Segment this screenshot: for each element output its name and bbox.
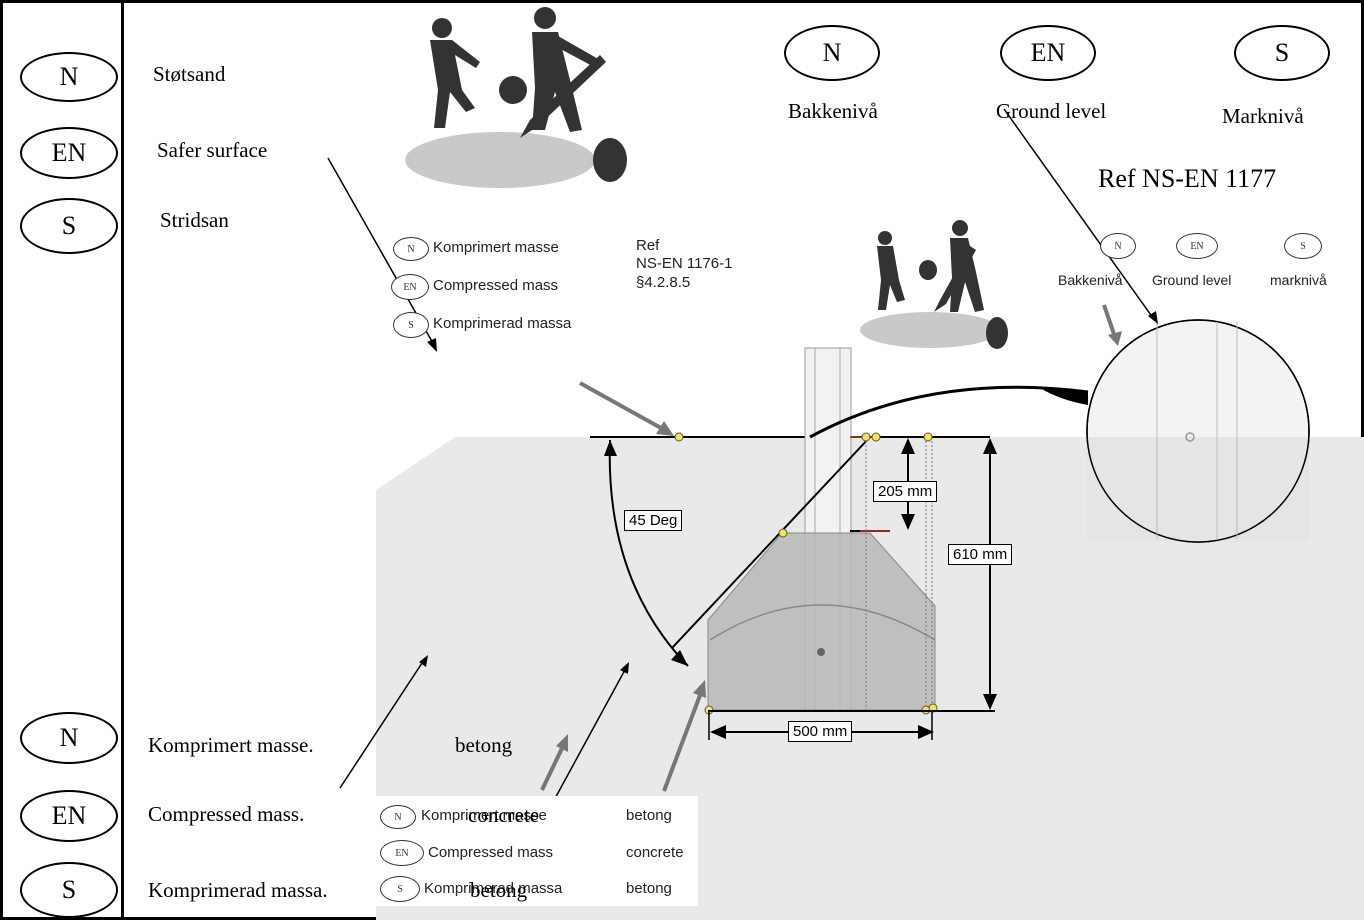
legend-badge-s-top: S — [20, 198, 118, 254]
mini-ground-label-ground: Ground level — [1152, 272, 1232, 288]
mini-label-komprimert: Komprimert masse — [433, 239, 559, 256]
legend-badge-n-ground: N — [784, 25, 880, 81]
label-concrete-large: concrete — [468, 803, 540, 827]
ref-section: §4.2.8.5 — [636, 274, 691, 291]
legend-badge-n-bottom: N — [20, 712, 118, 764]
label-bakkeniva: Bakkenivå — [788, 99, 878, 123]
bottom-legend-table — [376, 796, 698, 906]
label-komprimerad-massa: Komprimerad massa. — [148, 878, 328, 902]
mini-badge-s: S — [393, 312, 429, 338]
mini-badge-en: EN — [391, 274, 429, 300]
table-badge-s: S — [380, 876, 420, 902]
reference-en-1177: Ref NS-EN 1177 — [1098, 164, 1277, 193]
width-500-label: 500 mm — [788, 721, 853, 742]
mini-label-compressed: Compressed mass — [433, 277, 559, 294]
angle-arc — [608, 439, 689, 667]
depth-205-label: 205 mm — [873, 481, 938, 502]
table-label-komprimerad: Komprimerad massa — [424, 880, 563, 897]
legend-badge-s-ground: S — [1234, 25, 1330, 81]
label-stotsand: Støtsand — [153, 62, 226, 86]
depth-610-label: 610 mm — [948, 544, 1013, 565]
label-komprimert-masse: Komprimert masse. — [148, 733, 314, 757]
table-material-concrete: concrete — [626, 844, 684, 861]
table-material-betong-2: betong — [626, 880, 672, 897]
legend-badge-s-bottom: S — [20, 862, 118, 918]
mini-label-komprimerad: Komprimerad massa — [433, 315, 572, 332]
label-safer-surface: Safer surface — [157, 138, 268, 162]
left-column-divider — [121, 0, 124, 920]
table-badge-en: EN — [380, 840, 424, 866]
legend-badge-n-top: N — [20, 52, 118, 102]
mini-ground-badge-n: N — [1100, 233, 1136, 259]
slope-line — [671, 436, 871, 649]
table-material-betong-1: betong — [626, 807, 672, 824]
mini-badge-n: N — [393, 237, 429, 261]
mini-ground-badge-en: EN — [1176, 233, 1218, 259]
label-compressed-mass: Compressed mass. — [148, 802, 305, 826]
mini-ground-label-mark: marknivå — [1270, 272, 1327, 288]
legend-badge-en-ground: EN — [1000, 25, 1096, 81]
ref-standard: NS-EN 1176-1 — [636, 255, 733, 272]
label-betong-large: betong — [455, 733, 513, 757]
angle-label: 45 Deg — [624, 510, 683, 531]
table-label-compressed: Compressed mass — [428, 844, 554, 861]
workers-illustration-large — [405, 7, 627, 188]
label-markniva: Marknivå — [1222, 104, 1304, 128]
table-label-komprimert: Komprimert masse — [421, 807, 547, 824]
legend-badge-en-bottom: EN — [20, 790, 118, 842]
workers-illustration-small — [860, 220, 1008, 349]
table-badge-n: N — [380, 805, 416, 829]
mini-ground-badge-s: S — [1284, 233, 1322, 259]
ref-label: Ref — [636, 237, 660, 254]
mini-ground-label-bakke: Bakkenivå — [1058, 272, 1123, 288]
label-ground-level: Ground level — [996, 99, 1107, 123]
label-betong-large-2: betong — [470, 878, 528, 902]
label-stridsan: Stridsan — [160, 208, 229, 232]
legend-badge-en-top: EN — [20, 127, 118, 179]
